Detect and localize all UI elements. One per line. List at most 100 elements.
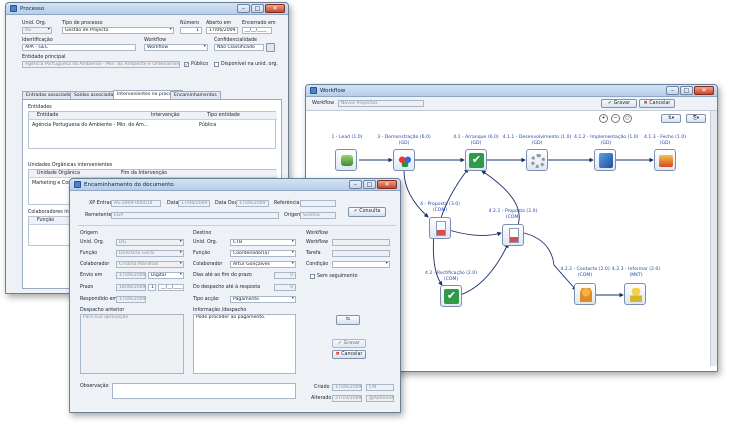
checkmark-icon: ✔ [444,289,459,304]
informacao-field[interactable]: Pode proceder ao pagamento. [193,314,296,374]
aberto-em-field[interactable]: 17/06/2009 [206,27,238,34]
workflow-scrollbar[interactable] [710,111,717,366]
o-unid-org-select[interactable]: DG [116,239,184,246]
despacho-anterior-field[interactable]: Para sua aprovação. [80,314,184,374]
workflow-select[interactable]: Workflow [144,44,208,51]
node-lead[interactable] [335,149,357,171]
zoom-in-icon[interactable]: + [599,114,608,123]
encerrado-em-field[interactable]: __/__/____ [242,27,272,34]
disponivel-checkbox[interactable] [214,62,219,67]
tab-strip: Entradas associadas Saídas associadas In… [22,90,284,100]
publico-checkbox[interactable]: ✓ [184,62,189,67]
remetente-field[interactable]: EGP [111,212,279,219]
criado-date-field[interactable]: 17/06/2009 [332,384,362,391]
node-desenvolvimento[interactable] [526,149,548,171]
col-tipo-entidade[interactable]: Tipo entidade [207,113,240,118]
w-tarefa-field[interactable] [332,250,390,257]
d-funcao-select[interactable]: Coordenador(a) [230,250,296,257]
data-field[interactable]: 17/06/2009 [178,200,210,207]
alterado-user-field[interactable]: @Administrat [366,395,394,402]
minimize-button[interactable]: – [237,4,250,13]
node-informar[interactable] [624,283,646,305]
cancelar-label: Cancelar [649,101,671,106]
destino-group-label: Destino [193,231,212,236]
close-button[interactable]: ✕ [265,4,285,13]
o-prazo-field[interactable]: 18/06/2009 [116,284,146,291]
data-doc-field[interactable]: 17/06/2009 [236,200,269,207]
node-demonstracao[interactable] [393,149,415,171]
col-intervencao[interactable]: Intervenção [151,113,180,118]
identificacao-field[interactable]: APA - GEC [22,44,136,51]
node-proposta[interactable] [429,217,451,239]
o-prazo-num-field[interactable]: 1 [148,284,156,291]
processo-titlebar[interactable]: Processo – □ ✕ [6,3,288,15]
o-envio-field[interactable]: 17/06/2009 [116,272,146,279]
tipo-processo-select[interactable]: Gestão de Projecto [62,27,174,34]
calculator-icon[interactable] [266,43,275,52]
node-arranque[interactable]: ✔ [465,149,487,171]
tipo-entidade-cell[interactable]: Pública [199,123,217,128]
o-envio-tipo-select[interactable]: Digital [148,272,184,279]
col-funcao[interactable]: Função [37,218,55,223]
zoom-fit-icon[interactable]: ○ [623,114,632,123]
node-contacto[interactable] [574,283,596,305]
close-button[interactable]: ✕ [377,180,397,189]
workflow-titlebar[interactable]: Workflow – □ ✕ [306,85,717,97]
unidade-cell[interactable]: Marketing e Comu [32,181,76,186]
referencia-field[interactable] [300,200,336,207]
origem-field[interactable]: Sisema [300,212,336,219]
workflow-name-field[interactable]: Novos Projectos [338,100,424,107]
tab-encaminhamentos[interactable]: Encaminhamentos [170,91,221,99]
w-condicao-select[interactable] [332,261,390,268]
col-entidade[interactable]: Entidade [37,113,59,118]
node-proposta-421[interactable] [502,224,524,246]
alterado-date-field[interactable]: 27/10/2009 [332,395,362,402]
gravar-button[interactable]: ✔ Gravar [601,99,637,108]
close-button[interactable]: ✕ [694,86,714,95]
node-fecho-label: 4.1.3 - Fecho (1.0) (GD) [643,135,687,146]
workflow-label: Workflow [144,38,167,43]
entidade-principal-field[interactable]: Agência Portuguesa do Ambiente - Min. do… [22,61,180,68]
entidades-table: Entidade Intervenção Tipo entidade Agênc… [28,111,277,149]
entidade-cell[interactable]: Agência Portuguesa do Ambiente - Min. do… [32,123,149,128]
confidencialidade-field[interactable]: Não Classificado [214,44,264,51]
sem-seguimento-checkbox[interactable] [310,274,315,279]
gravar-button[interactable]: ✔ Gravar [332,339,366,348]
w-workflow-field[interactable] [332,239,390,246]
tab-entradas[interactable]: Entradas associadas [22,91,78,99]
cancelar-button[interactable]: ✖ Cancelar [332,350,366,359]
xp-entrada-label: XP Entrada [89,201,116,206]
maximize-button[interactable]: □ [680,86,693,95]
minimize-button[interactable]: – [349,180,362,189]
consulta-button[interactable]: ✔ Consulta [348,207,386,217]
layout-dropdown-icon[interactable]: ⇅▾ [661,114,681,123]
col-unidade[interactable]: Unidade Orgânica [37,171,80,176]
d-unid-org-select[interactable]: CTB [230,239,296,246]
criado-user-field[interactable]: CM [366,384,394,391]
col-fim-intervencao[interactable]: Fim da Intervenção [121,171,168,176]
cancelar-button[interactable]: ✖ Cancelar [639,99,675,108]
xp-entrada-field[interactable]: AS-2009-000014 [111,200,161,207]
encaminhamento-titlebar[interactable]: Encaminhamento do documento – □ ✕ [70,179,400,191]
unid-org-select[interactable]: AS [22,27,52,34]
d-colaborador-select[interactable]: Artur Gonçalves [230,261,296,268]
d-tipo-accao-select[interactable]: Pagamento [230,296,296,303]
observacao-field[interactable] [112,383,296,399]
node-implementacao[interactable] [594,149,616,171]
node-rectificacao[interactable]: ✔ [440,285,462,307]
o-prazo-date-field[interactable]: __/__/____ [158,284,184,291]
o-funcao-select[interactable]: Directora Geral [116,250,184,257]
minimize-button[interactable]: – [666,86,679,95]
d-dias-fim-field[interactable]: 0 [274,272,296,279]
maximize-button[interactable]: □ [363,180,376,189]
o-respondido-field[interactable]: 17/06/2009 [116,296,146,303]
o-colaborador-select[interactable]: Cristina Manilhas [116,261,184,268]
numero-field[interactable]: 1 [180,27,202,34]
node-arranque-label: 4.1 - Arranque (6.0) (GD) [453,135,499,146]
zoom-out-icon[interactable]: − [611,114,620,123]
maximize-button[interactable]: □ [251,4,264,13]
node-fecho[interactable] [654,149,676,171]
d-dias-resposta-field[interactable]: 0 [274,284,296,291]
export-dropdown-icon[interactable]: ⎘▾ [686,114,706,123]
forward-button[interactable]: ⇆ [336,315,360,325]
